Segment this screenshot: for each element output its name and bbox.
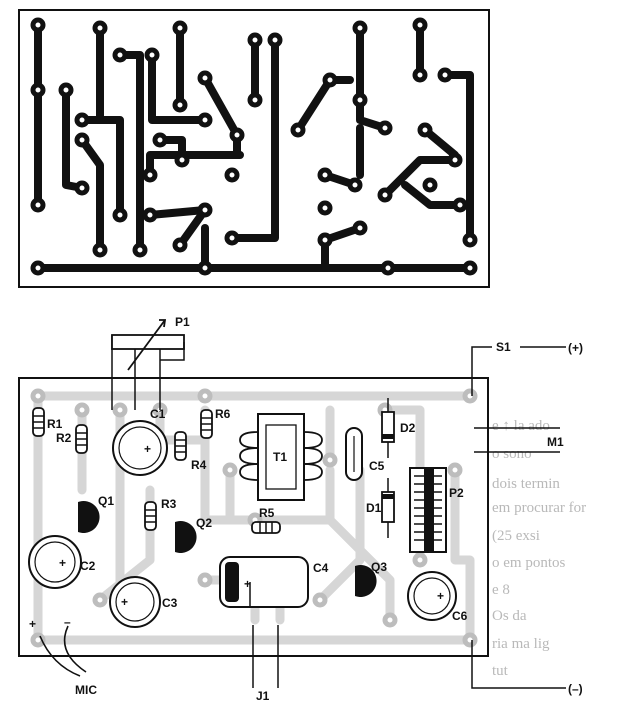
capacitor-c5: C5	[345, 427, 385, 481]
capacitor-c6: + C6	[407, 571, 468, 623]
resistor-r3: R3	[144, 497, 177, 531]
label-r4: R4	[191, 458, 207, 472]
resistor-r4: R4	[174, 431, 207, 472]
bleed-line: em procurar for	[492, 500, 586, 516]
bleed-line: dois termin	[492, 476, 560, 492]
bleed-line: o em pontos	[492, 555, 565, 571]
label-q1: Q1	[98, 494, 114, 508]
bleed-line: e ↑ la ado	[492, 418, 550, 434]
label-r1: R1	[47, 417, 63, 431]
c6-plus-sign: +	[437, 589, 444, 603]
label-d1: D1	[366, 501, 382, 515]
track-pads	[30, 17, 478, 276]
label-q3: Q3	[371, 560, 387, 574]
label-j1: J1	[256, 689, 270, 703]
external-wiring	[252, 346, 566, 689]
transistor-q3: Q3	[355, 560, 387, 597]
resistor-r6: R6	[200, 407, 231, 439]
resistor-r2: R2	[56, 424, 88, 454]
bleed-through-text: e ↑ la ado o sono dois termin em procura…	[492, 418, 586, 679]
label-c3: C3	[162, 596, 178, 610]
label-r2: R2	[56, 431, 72, 445]
diode-d1: D1	[366, 478, 395, 538]
label-d2: D2	[400, 421, 416, 435]
label-r3: R3	[161, 497, 177, 511]
label-t1: T1	[273, 450, 287, 464]
mic-cable	[39, 625, 87, 677]
underside-pads	[30, 388, 478, 648]
c2-plus-sign: +	[59, 556, 66, 570]
mic-plus-sign: +	[29, 617, 36, 631]
label-c2: C2	[80, 559, 96, 573]
capacitor-c4: + C4	[219, 556, 329, 608]
label-r6: R6	[215, 407, 231, 421]
label-minus-supply: (–)	[568, 682, 583, 696]
transformer-t1: T1	[239, 413, 323, 501]
capacitor-c1: + C1	[112, 407, 168, 476]
resistor-r5: R5	[251, 506, 281, 534]
pcb-track-layout	[18, 9, 490, 288]
capacitor-c2: + C2	[28, 535, 96, 589]
transistor-q2: Q2	[175, 516, 212, 553]
bleed-line: ria ma lig	[492, 636, 550, 652]
bleed-line: (25 exsi	[492, 528, 540, 544]
label-r5: R5	[259, 506, 275, 520]
mic-minus-sign: –	[64, 615, 71, 629]
bleed-line: o sono	[492, 446, 532, 462]
label-c4: C4	[313, 561, 329, 575]
label-p1: P1	[175, 315, 190, 329]
capacitor-c3: + C3	[109, 576, 178, 628]
label-c5: C5	[369, 459, 385, 473]
label-m1: M1	[547, 435, 564, 449]
label-q2: Q2	[196, 516, 212, 530]
bleed-line: e 8	[492, 582, 510, 598]
bleed-line: tut	[492, 663, 509, 679]
c1-plus-sign: +	[144, 442, 151, 456]
trimmer-p2: P2	[409, 467, 464, 553]
diode-d2: D2	[381, 398, 416, 458]
label-plus-supply: (+)	[568, 341, 583, 355]
component-placement: P1 R1 R2 R3 R4	[18, 315, 583, 703]
label-p2: P2	[449, 486, 464, 500]
label-c6: C6	[452, 609, 468, 623]
bleed-line: Os da	[492, 608, 527, 624]
resistor-r1: R1	[32, 407, 63, 437]
label-mic: MIC	[75, 683, 97, 697]
label-s1: S1	[496, 340, 511, 354]
c3-plus-sign: +	[121, 595, 128, 609]
c4-plus-sign: +	[244, 577, 251, 591]
label-c1: C1	[150, 407, 166, 421]
trimmer-p1: P1	[111, 315, 190, 410]
transistor-q1: Q1	[78, 494, 114, 533]
